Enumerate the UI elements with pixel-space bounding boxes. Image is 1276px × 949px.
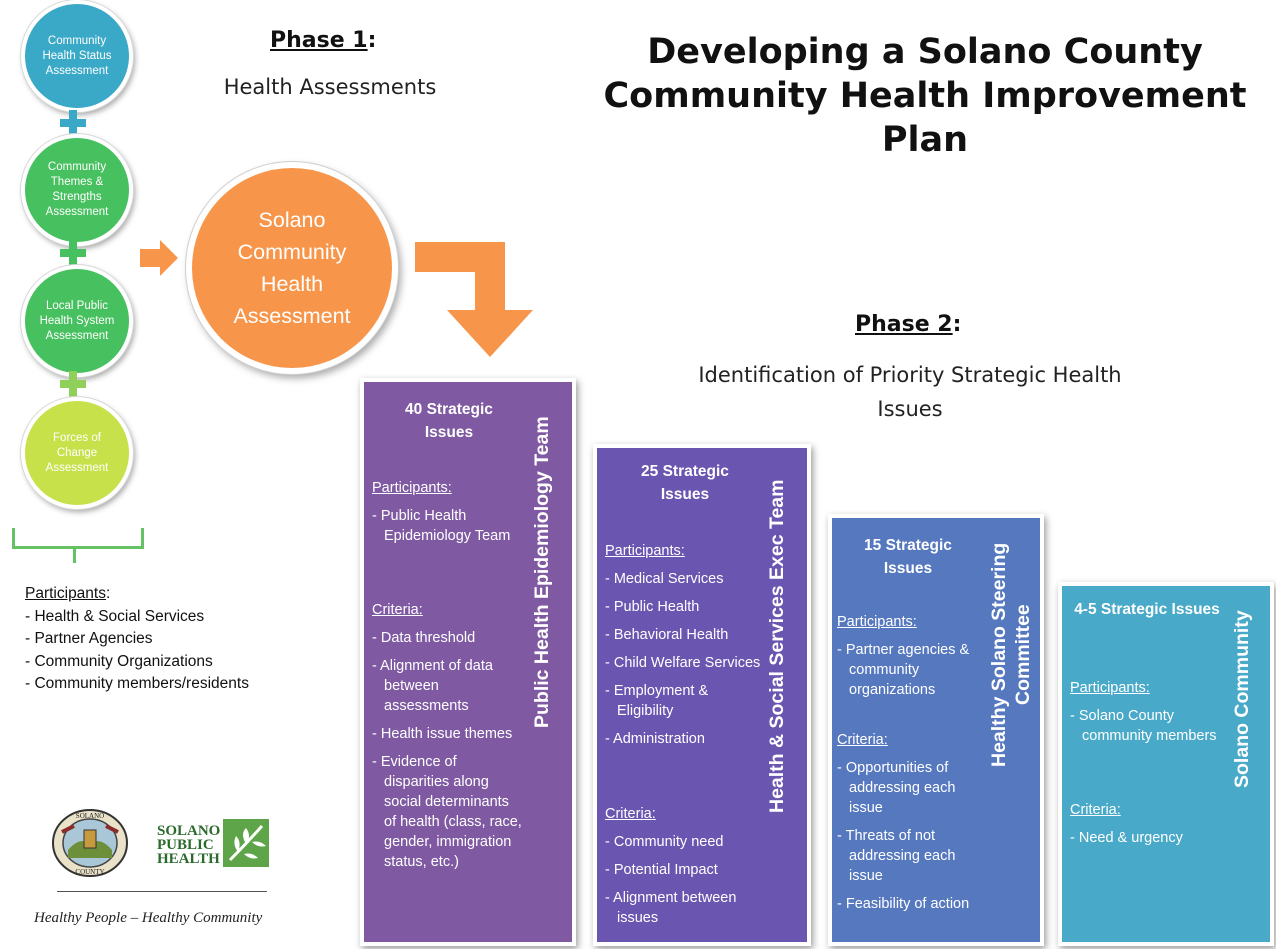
left-participant-item: - Community Organizations [25, 652, 213, 670]
participant-item: - Public Health Epidemiology Team [372, 508, 511, 544]
participants-label: Participants: [1070, 680, 1150, 696]
team-label: Public Health Epidemiology Team [531, 416, 553, 728]
svg-text:SOLANO: SOLANO [76, 812, 104, 820]
assessment-label: Local Public Health System Assessment [39, 299, 115, 342]
assessment-label: Forces of Change Assessment [45, 431, 109, 474]
strategic-column-4-5: 4-5 Strategic Issues Participants: - Sol… [1058, 582, 1274, 946]
left-participant-item: - Health & Social Services [25, 607, 205, 625]
criteria-item: - Data threshold [372, 630, 476, 646]
phase1-subtitle: Health Assessments [223, 75, 437, 99]
participants-label: Participants: [837, 614, 917, 630]
participant-item: - Partner agencies & community organizat… [837, 642, 970, 698]
divider [57, 891, 267, 892]
criteria-item: - Need & urgency [1070, 830, 1183, 846]
participants-section: Participants: - Solano County community … [1070, 678, 1220, 754]
participant-item: - Medical Services [605, 571, 724, 587]
central-assessment-label: Solano Community Health Assessment [233, 208, 351, 328]
team-label: Healthy Solano Steering Committee [988, 542, 1034, 768]
solano-county-seal-logo: SOLANO COUNTY [52, 809, 128, 877]
phase2-label: Phase 2 [855, 312, 953, 337]
plus-icon [60, 371, 86, 397]
criteria-label: Criteria: [837, 732, 888, 748]
criteria-item: - Threats of not addressing each issue [837, 828, 956, 884]
criteria-section: Criteria: - Need & urgency [1070, 800, 1220, 856]
plus-icon [60, 110, 86, 136]
left-participant-item: - Partner Agencies [25, 630, 153, 647]
page-title: Developing a Solano County Community Hea… [603, 32, 1247, 160]
assessment-circle-themes-strengths: Community Themes & Strengths Assessment [21, 134, 133, 246]
phase1-colon: : [367, 28, 377, 53]
criteria-item: - Health issue themes [372, 726, 513, 742]
criteria-item: - Alignment of data between assessments [372, 658, 493, 714]
strategic-column-15: 15 Strategic Issues Participants: - Part… [828, 514, 1044, 946]
criteria-section: Criteria: - Opportunities of addressing … [837, 730, 987, 922]
phase2-heading: Phase 2: [855, 312, 961, 337]
criteria-label: Criteria: [605, 806, 656, 822]
criteria-item: - Community need [605, 834, 724, 850]
team-label: Solano Community [1231, 610, 1253, 788]
strategic-column-40: 40 Strategic Issues Participants: - Publ… [360, 378, 576, 946]
criteria-section: Criteria: - Community need - Potential I… [605, 804, 765, 936]
participants-section: Participants: - Public Health Epidemiolo… [372, 478, 522, 554]
left-participants: Participants: - Health & Social Services… [25, 583, 249, 696]
column-heading: 25 Strategic Issues [641, 463, 729, 503]
criteria-label: Criteria: [1070, 802, 1121, 818]
leaf-logo-icon [223, 819, 269, 867]
criteria-label: Criteria: [372, 602, 423, 618]
participants-label: Participants: [605, 543, 685, 559]
left-participants-heading: Participants: [25, 583, 249, 606]
tagline: Healthy People – Healthy Community [34, 910, 263, 926]
column-heading: 4-5 Strategic Issues [1074, 601, 1220, 618]
participants-section: Participants: - Partner agencies & commu… [837, 612, 987, 708]
participants-label: Participants [25, 585, 106, 602]
participant-item: - Behavioral Health [605, 627, 729, 643]
phase2-colon: : [952, 312, 962, 337]
assessment-label: Community Themes & Strengths Assessment [45, 161, 109, 218]
criteria-item: - Opportunities of addressing each issue [837, 760, 956, 816]
participants-bracket [12, 528, 144, 549]
strategic-column-25: 25 Strategic Issues Participants: - Medi… [593, 444, 811, 946]
assessment-circle-public-health-system: Local Public Health System Assessment [21, 265, 133, 377]
participant-item: - Solano County community members [1070, 708, 1217, 744]
participant-item: - Public Health [605, 599, 700, 615]
participant-item: - Child Welfare Services [605, 655, 761, 671]
participant-item: - Administration [605, 731, 705, 747]
arrow-right-icon [140, 240, 178, 276]
assessment-circle-health-status: Community Health Status Assessment [21, 0, 133, 112]
assessment-circle-forces-of-change: Forces of Change Assessment [21, 397, 133, 509]
phase2-subtitle: Identification of Priority Strategic Hea… [698, 363, 1122, 421]
svg-text:COUNTY: COUNTY [75, 868, 104, 876]
solano-public-health-name: SOLANO PUBLIC HEALTH [157, 823, 221, 867]
phase1-heading: Phase 1: [270, 28, 376, 53]
criteria-section: Criteria: - Data threshold - Alignment o… [372, 600, 522, 880]
plus-icon [60, 240, 86, 266]
participants-section: Participants: - Medical Services - Publi… [605, 541, 765, 757]
criteria-item: - Potential Impact [605, 862, 718, 878]
column-heading: 40 Strategic Issues [405, 401, 493, 441]
team-label: Health & Social Services Exec Team [766, 479, 788, 813]
solano-community-health-assessment-circle: Solano Community Health Assessment [186, 162, 398, 374]
phase1-label: Phase 1 [270, 28, 368, 53]
participants-colon: : [105, 585, 111, 602]
participants-label: Participants: [372, 480, 452, 496]
participants-bracket-tick [73, 549, 76, 563]
criteria-item: - Feasibility of action [837, 896, 970, 912]
criteria-item: - Evidence of disparities along social d… [372, 754, 522, 870]
left-participant-item: - Community members/residents [25, 675, 249, 692]
participant-item: - Employment & Eligibility [605, 683, 709, 719]
bent-arrow-icon [415, 242, 533, 357]
assessment-label: Community Health Status Assessment [42, 34, 112, 77]
column-heading: 15 Strategic Issues [864, 537, 952, 577]
criteria-item: - Alignment between issues [605, 890, 737, 926]
